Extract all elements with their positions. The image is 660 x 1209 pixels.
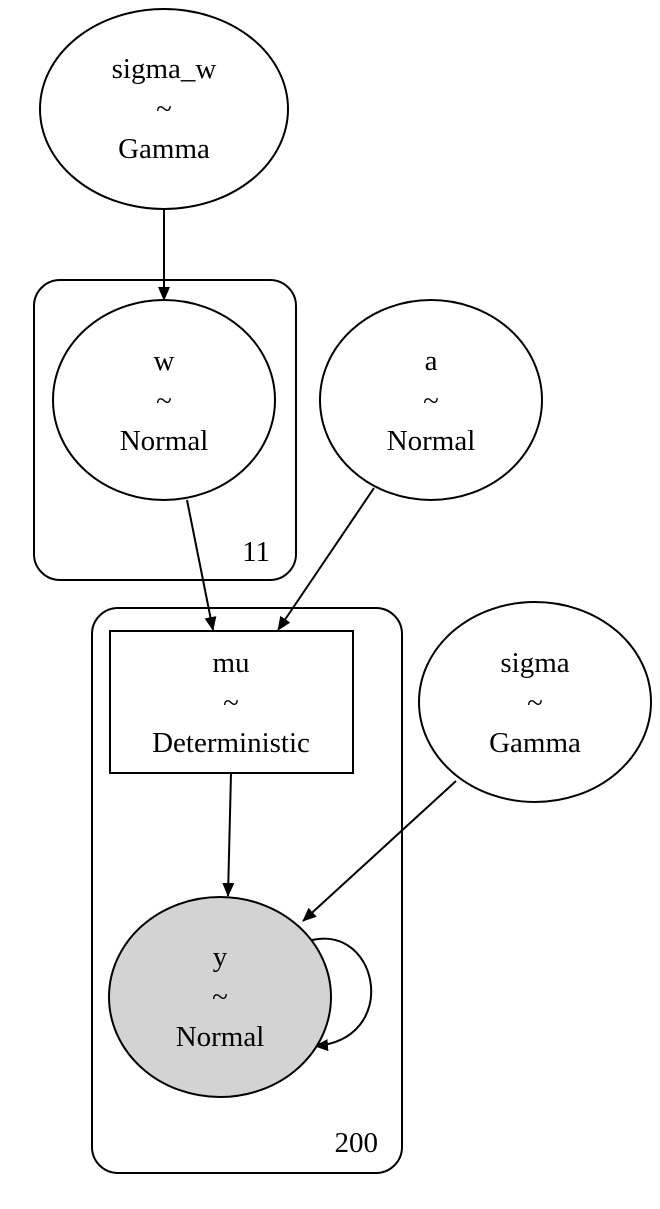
node-sigma_w-dist: Gamma: [118, 133, 210, 165]
node-sigma_w: sigma_w ~ Gamma: [39, 8, 289, 210]
node-mu: mu ~ Deterministic: [109, 630, 354, 774]
edge-sigma-y: [302, 780, 457, 922]
node-a-tilde: ~: [423, 385, 439, 417]
node-mu-dist: Deterministic: [152, 727, 310, 759]
edge-w-mu: [186, 499, 217, 631]
plate-w-label: 11: [242, 536, 270, 568]
node-y: y ~ Normal: [108, 896, 332, 1098]
edges: [158, 208, 457, 1052]
node-w-dist: Normal: [120, 425, 209, 457]
edge-a-mu: [277, 487, 375, 631]
node-a: a ~ Normal: [319, 299, 543, 501]
node-sigma_w-name: sigma_w: [112, 53, 217, 85]
node-sigma: sigma ~ Gamma: [418, 601, 652, 803]
plate-obs: 200: [91, 607, 403, 1174]
node-sigma_w-tilde: ~: [156, 93, 172, 125]
node-sigma-tilde: ~: [527, 687, 543, 719]
edge-y-y: [311, 937, 373, 1052]
edge-mu-y: [222, 772, 235, 897]
node-a-dist: Normal: [387, 425, 476, 457]
node-sigma-dist: Gamma: [489, 727, 581, 759]
plate-obs-label: 200: [335, 1127, 379, 1159]
node-a-name: a: [425, 345, 438, 377]
node-w: w ~ Normal: [52, 299, 276, 501]
node-mu-name: mu: [212, 647, 249, 679]
node-y-name: y: [213, 941, 228, 973]
node-y-tilde: ~: [212, 981, 228, 1013]
node-w-tilde: ~: [156, 385, 172, 417]
node-mu-tilde: ~: [223, 687, 239, 719]
node-sigma-name: sigma: [500, 647, 569, 679]
node-w-name: w: [154, 345, 175, 377]
node-y-dist: Normal: [176, 1021, 265, 1053]
